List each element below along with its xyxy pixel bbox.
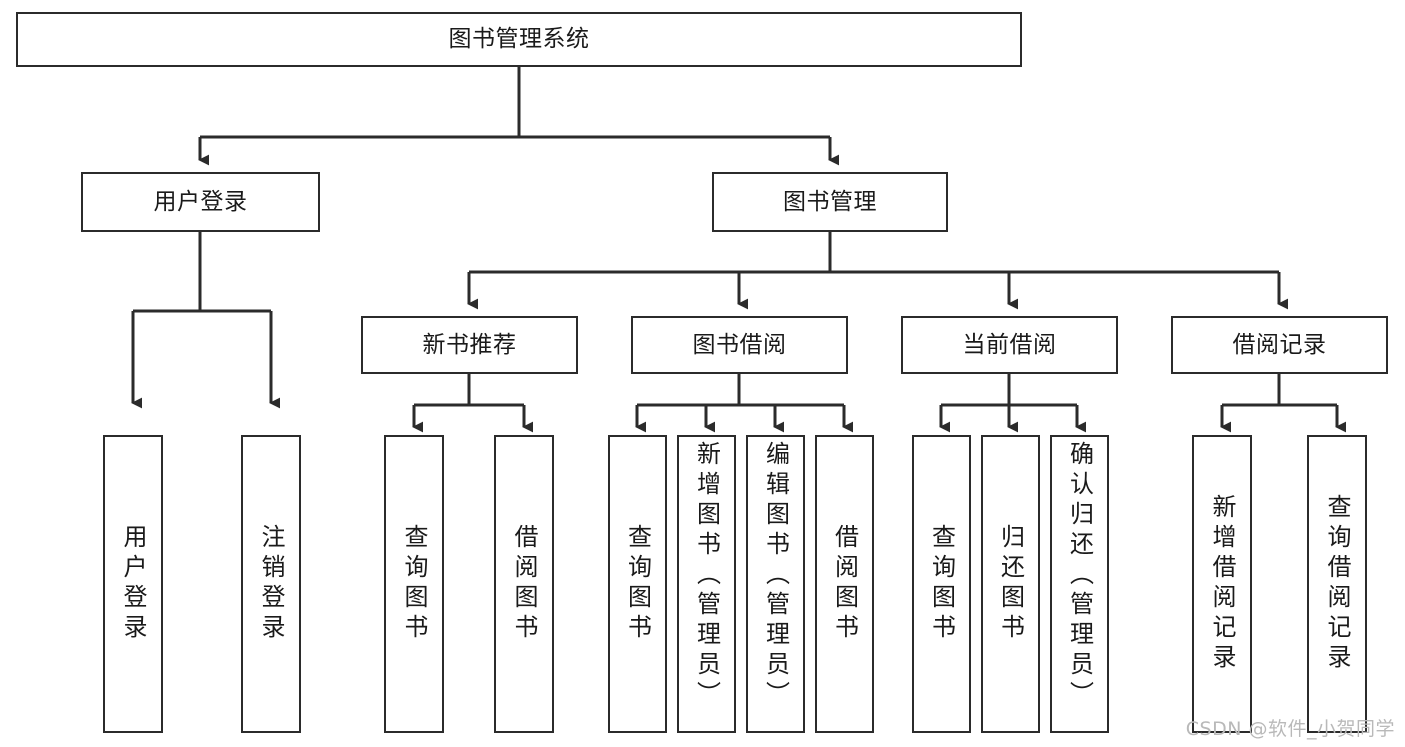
- node-leaf-query-borrow-record-label: 查询借阅记录: [1323, 494, 1351, 674]
- node-leaf-query-book-3[interactable]: 查询图书: [912, 435, 971, 733]
- node-leaf-edit-book-admin[interactable]: 编辑图书（管理员）: [746, 435, 805, 733]
- node-leaf-borrow-book-2[interactable]: 借阅图书: [815, 435, 874, 733]
- node-new-book-rec[interactable]: 新书推荐: [361, 316, 578, 374]
- node-leaf-user-login-label: 用户登录: [119, 524, 147, 644]
- node-current-borrow-label: 当前借阅: [962, 331, 1057, 358]
- node-leaf-add-borrow-record-label: 新增借阅记录: [1208, 494, 1236, 674]
- node-new-book-rec-label: 新书推荐: [422, 331, 517, 358]
- node-user-login-label: 用户登录: [153, 188, 248, 215]
- node-leaf-edit-book-admin-label: 编辑图书（管理员）: [761, 441, 790, 711]
- node-user-login[interactable]: 用户登录: [81, 172, 320, 232]
- node-book-manage[interactable]: 图书管理: [712, 172, 948, 232]
- node-leaf-query-book-3-label: 查询图书: [927, 524, 956, 644]
- node-leaf-query-book-2[interactable]: 查询图书: [608, 435, 667, 733]
- node-leaf-logout-login-label: 注销登录: [257, 524, 285, 644]
- node-book-borrow[interactable]: 图书借阅: [631, 316, 848, 374]
- node-leaf-confirm-return-admin-label: 确认归还（管理员）: [1065, 441, 1094, 711]
- node-leaf-borrow-book-2-label: 借阅图书: [830, 524, 859, 644]
- node-leaf-return-book[interactable]: 归还图书: [981, 435, 1040, 733]
- node-leaf-borrow-book-1-label: 借阅图书: [510, 524, 538, 644]
- csdn-watermark: CSDN @软件_小贺同学: [1185, 718, 1395, 740]
- node-leaf-query-borrow-record[interactable]: 查询借阅记录: [1307, 435, 1367, 733]
- node-book-borrow-label: 图书借阅: [692, 331, 787, 358]
- node-leaf-query-book-2-label: 查询图书: [623, 524, 652, 644]
- node-root[interactable]: 图书管理系统: [16, 12, 1022, 67]
- node-borrow-record-label: 借阅记录: [1232, 331, 1327, 358]
- node-borrow-record[interactable]: 借阅记录: [1171, 316, 1388, 374]
- node-book-manage-label: 图书管理: [783, 188, 877, 215]
- node-leaf-user-login[interactable]: 用户登录: [103, 435, 163, 733]
- node-leaf-add-book-admin[interactable]: 新增图书（管理员）: [677, 435, 736, 733]
- node-leaf-query-book-1-label: 查询图书: [400, 524, 428, 644]
- node-root-label: 图书管理系统: [448, 26, 590, 53]
- node-leaf-confirm-return-admin[interactable]: 确认归还（管理员）: [1050, 435, 1109, 733]
- node-leaf-query-book-1[interactable]: 查询图书: [384, 435, 444, 733]
- node-current-borrow[interactable]: 当前借阅: [901, 316, 1118, 374]
- node-leaf-borrow-book-1[interactable]: 借阅图书: [494, 435, 554, 733]
- node-leaf-logout-login[interactable]: 注销登录: [241, 435, 301, 733]
- node-leaf-return-book-label: 归还图书: [996, 524, 1025, 644]
- node-leaf-add-borrow-record[interactable]: 新增借阅记录: [1192, 435, 1252, 733]
- node-leaf-add-book-admin-label: 新增图书（管理员）: [692, 441, 721, 711]
